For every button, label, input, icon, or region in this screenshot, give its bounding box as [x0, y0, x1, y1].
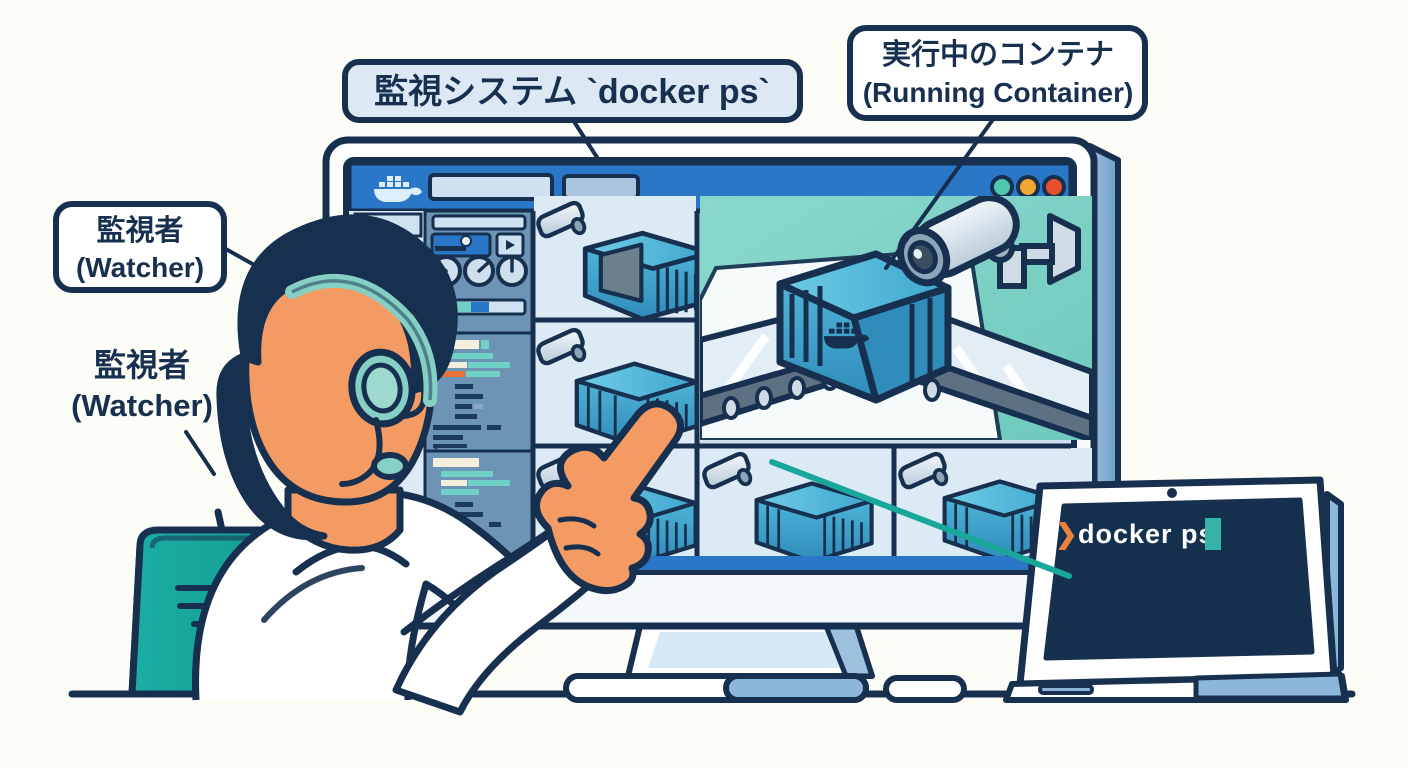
watcher-person: [192, 214, 684, 716]
laptop[interactable]: ❯ docker ps: [1003, 476, 1349, 703]
slider-handle: [460, 235, 472, 247]
window-dot-amber: [1016, 175, 1040, 199]
monitor-stand: [563, 623, 967, 703]
leader-running-container: [884, 116, 996, 270]
monitoring-system-label[interactable]: 監視システム `docker ps`: [342, 59, 803, 123]
watcher-label-boxed[interactable]: 監視者 (Watcher): [53, 201, 227, 293]
cctv-camera-main: [897, 196, 1081, 289]
watcher-label-plain-line2: (Watcher): [71, 388, 213, 423]
watcher-label-plain-line1: 監視者: [94, 347, 190, 383]
leader-monitoring-system: [571, 118, 602, 164]
window-dot-red: [1042, 175, 1066, 199]
camera-feed-4[interactable]: [700, 448, 892, 568]
camera-feed-main[interactable]: [700, 189, 1092, 440]
headset-mic: [371, 452, 409, 480]
monitoring-system-label-text: 監視システム `docker ps`: [374, 73, 770, 111]
running-container-label-line2: (Running Container): [863, 77, 1134, 108]
address-bar: [428, 173, 554, 201]
terminal-prompt: ❯: [1055, 519, 1078, 550]
secondary-tab: [562, 174, 640, 200]
gauge-memory: [463, 255, 495, 287]
leader-watcher-boxed: [222, 246, 276, 278]
watcher-label-boxed-line1: 監視者: [96, 214, 183, 247]
terminal-screen[interactable]: ❯ docker ps: [1055, 518, 1221, 550]
terminal-command: docker ps: [1078, 519, 1215, 549]
running-container-label[interactable]: 実行中のコンテナ (Running Container): [847, 25, 1148, 121]
range-slider: [430, 232, 492, 258]
window-dot-green: [990, 175, 1014, 199]
watcher-label-plain[interactable]: 監視者 (Watcher): [71, 347, 213, 423]
camera-feed-1[interactable]: [534, 196, 710, 319]
search-field: [431, 214, 527, 231]
docker-whale-icon: [374, 176, 422, 202]
laptop-webcam: [1167, 488, 1177, 498]
leader-watcher-plain: [184, 430, 216, 476]
watcher-label-boxed-line2: (Watcher): [76, 252, 204, 283]
terminal-cursor: [1205, 518, 1221, 550]
gauge-network: [496, 255, 528, 287]
running-container-label-line1: 実行中のコンテナ: [882, 38, 1114, 71]
pointing-hand: [532, 400, 684, 595]
leader-lines: [184, 116, 996, 476]
pointer-connection-line: [769, 459, 1072, 579]
docker-container: [776, 250, 952, 404]
